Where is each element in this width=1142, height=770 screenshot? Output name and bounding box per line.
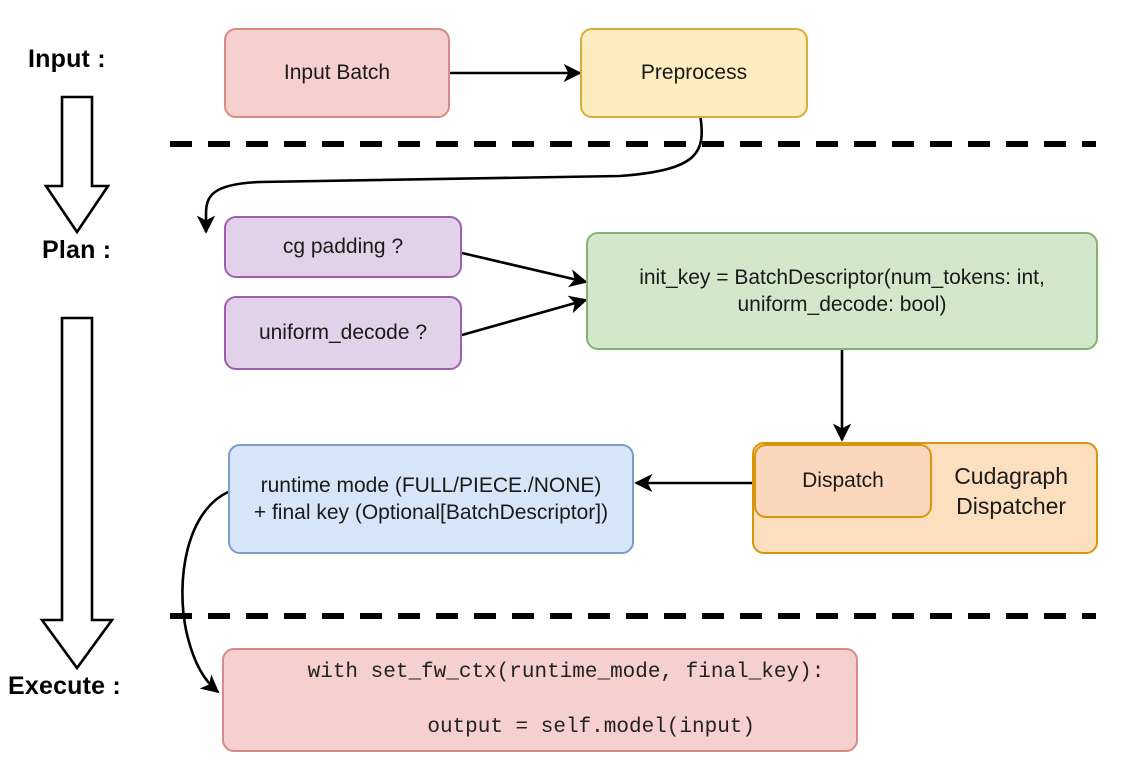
node-dispatch-label: Dispatch	[802, 469, 884, 493]
node-preprocess-label: Preprocess	[640, 61, 748, 85]
plan-to-execute-arrow	[39, 316, 115, 671]
node-dispatch[interactable]: Dispatch	[754, 444, 932, 518]
node-runtime-mode-line1: runtime mode (FULL/PIECE./NONE)	[260, 473, 602, 497]
node-input-batch-label: Input Batch	[283, 61, 391, 85]
node-execute-code-line1: with set_fw_ctx(runtime_mode, final_key)…	[307, 661, 825, 685]
node-init-key-line1: init_key = BatchDescriptor(num_tokens: i…	[639, 265, 1045, 289]
node-init-key-line2: uniform_decode: bool)	[737, 293, 947, 316]
node-init-key[interactable]: init_key = BatchDescriptor(num_tokens: i…	[586, 232, 1098, 350]
stage-label-execute: Execute :	[8, 672, 121, 700]
edge-cg-padding-to-init-key	[461, 251, 588, 288]
node-runtime-mode-line2: + final key (Optional[BatchDescriptor])	[253, 501, 609, 524]
node-preprocess[interactable]: Preprocess	[580, 28, 808, 118]
edge-preprocess-to-cg-padding	[196, 113, 704, 234]
node-execute-code[interactable]: with set_fw_ctx(runtime_mode, final_key)…	[222, 648, 858, 752]
node-cg-padding[interactable]: cg padding ?	[224, 216, 462, 278]
input-to-plan-arrow	[43, 95, 111, 235]
stage-label-plan: Plan :	[42, 236, 112, 264]
node-cg-padding-label: cg padding ?	[282, 235, 404, 259]
node-cudagraph-dispatcher-line1: Cudagraph	[954, 463, 1068, 489]
node-uniform-decode-label: uniform_decode ?	[258, 321, 428, 345]
node-input-batch[interactable]: Input Batch	[224, 28, 450, 118]
edge-uniform-decode-to-init-key	[461, 295, 588, 337]
node-uniform-decode[interactable]: uniform_decode ?	[224, 296, 462, 370]
node-runtime-mode[interactable]: runtime mode (FULL/PIECE./NONE) + final …	[228, 444, 634, 554]
node-execute-code-line2: output = self.model(input)	[376, 715, 755, 739]
stage-label-input: Input :	[28, 45, 106, 73]
node-cudagraph-dispatcher-line2: Dispatcher	[956, 492, 1067, 519]
